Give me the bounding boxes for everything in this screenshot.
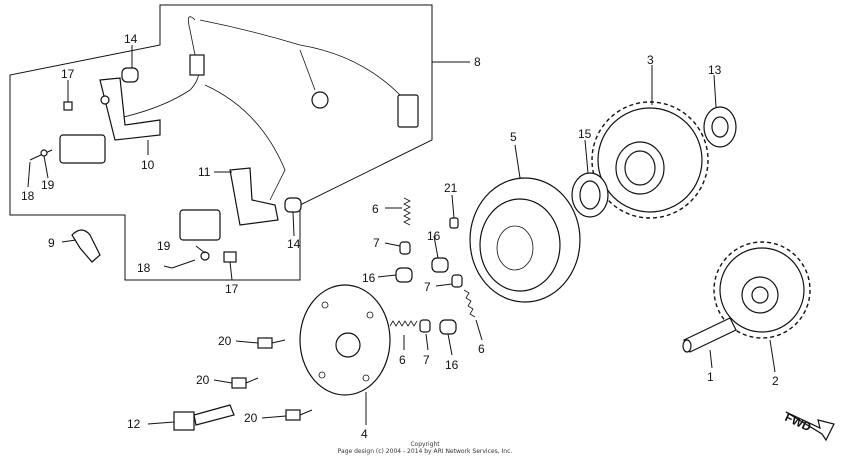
gear-3 [591, 101, 709, 219]
label-20a: 20 [218, 334, 232, 348]
label-1: 1 [707, 370, 714, 384]
label-18a: 18 [21, 189, 35, 203]
label-9: 9 [48, 236, 55, 250]
label-17b: 17 [225, 282, 239, 296]
copyright-line-1: Copyright [410, 441, 440, 448]
label-18b: 18 [137, 261, 151, 275]
label-6c: 6 [399, 353, 406, 367]
label-20b: 20 [196, 373, 210, 387]
screw-18-lower [171, 251, 210, 269]
label-19a: 19 [41, 178, 55, 192]
label-7c: 7 [423, 353, 430, 367]
harness-group-outline [9, 4, 433, 281]
bolt-20-c [285, 409, 313, 421]
spring-6-c [463, 289, 476, 318]
pin-7-c [419, 319, 431, 333]
label-16a: 16 [427, 229, 441, 243]
label-14a: 14 [124, 32, 138, 46]
label-8: 8 [474, 55, 481, 69]
copyright-line-2: Page design (c) 2004 - 2014 by ARI Netwo… [338, 448, 513, 455]
label-17a: 17 [61, 67, 75, 81]
coil-upper [59, 77, 161, 164]
leader-lines [27, 45, 776, 425]
label-16b: 16 [362, 271, 376, 285]
bolt-17-lower [223, 251, 237, 263]
label-11: 11 [198, 165, 211, 179]
label-7a: 7 [373, 236, 380, 250]
spacer-lower [284, 197, 302, 213]
roller-16-a [431, 257, 449, 273]
fwd-label: FWD [783, 410, 814, 434]
label-12: 12 [127, 417, 141, 431]
needle-bearing-15 [571, 172, 609, 218]
label-4: 4 [361, 427, 368, 441]
washer-13 [703, 106, 737, 148]
label-2: 2 [772, 374, 779, 388]
spring-6-a [403, 197, 411, 226]
bolt-17-top [63, 88, 73, 111]
label-5: 5 [510, 130, 517, 144]
screw-18-upper [29, 149, 53, 161]
pin-21 [449, 217, 459, 229]
label-14b: 14 [287, 237, 301, 251]
label-21: 21 [444, 181, 458, 195]
roller-16-b [395, 267, 413, 283]
pin-7-b [451, 274, 463, 288]
label-20c: 20 [244, 411, 258, 425]
label-6a: 6 [372, 202, 379, 216]
roller-16-c [439, 319, 457, 335]
bolt-12 [173, 404, 235, 431]
label-7b: 7 [424, 280, 431, 294]
spring-6-b [389, 320, 418, 327]
label-16c: 16 [445, 358, 459, 372]
gear-2 [713, 241, 811, 339]
label-13: 13 [708, 63, 722, 77]
fwd-arrow [785, 411, 835, 442]
label-15: 15 [578, 127, 592, 141]
label-6b: 6 [478, 342, 485, 356]
bolt-20-a [257, 337, 286, 349]
coil-lower [179, 167, 279, 241]
pin-7-a [399, 241, 411, 255]
clamp-9 [71, 229, 101, 263]
label-19b: 19 [157, 239, 171, 253]
spacer-top [121, 67, 139, 83]
bolt-20-b [231, 377, 259, 389]
plate-4 [299, 284, 391, 396]
clutch-outer-5 [469, 177, 581, 303]
shaft-1 [682, 317, 737, 353]
wire-harness [109, 16, 419, 201]
label-10: 10 [141, 158, 155, 172]
label-3: 3 [647, 53, 654, 67]
